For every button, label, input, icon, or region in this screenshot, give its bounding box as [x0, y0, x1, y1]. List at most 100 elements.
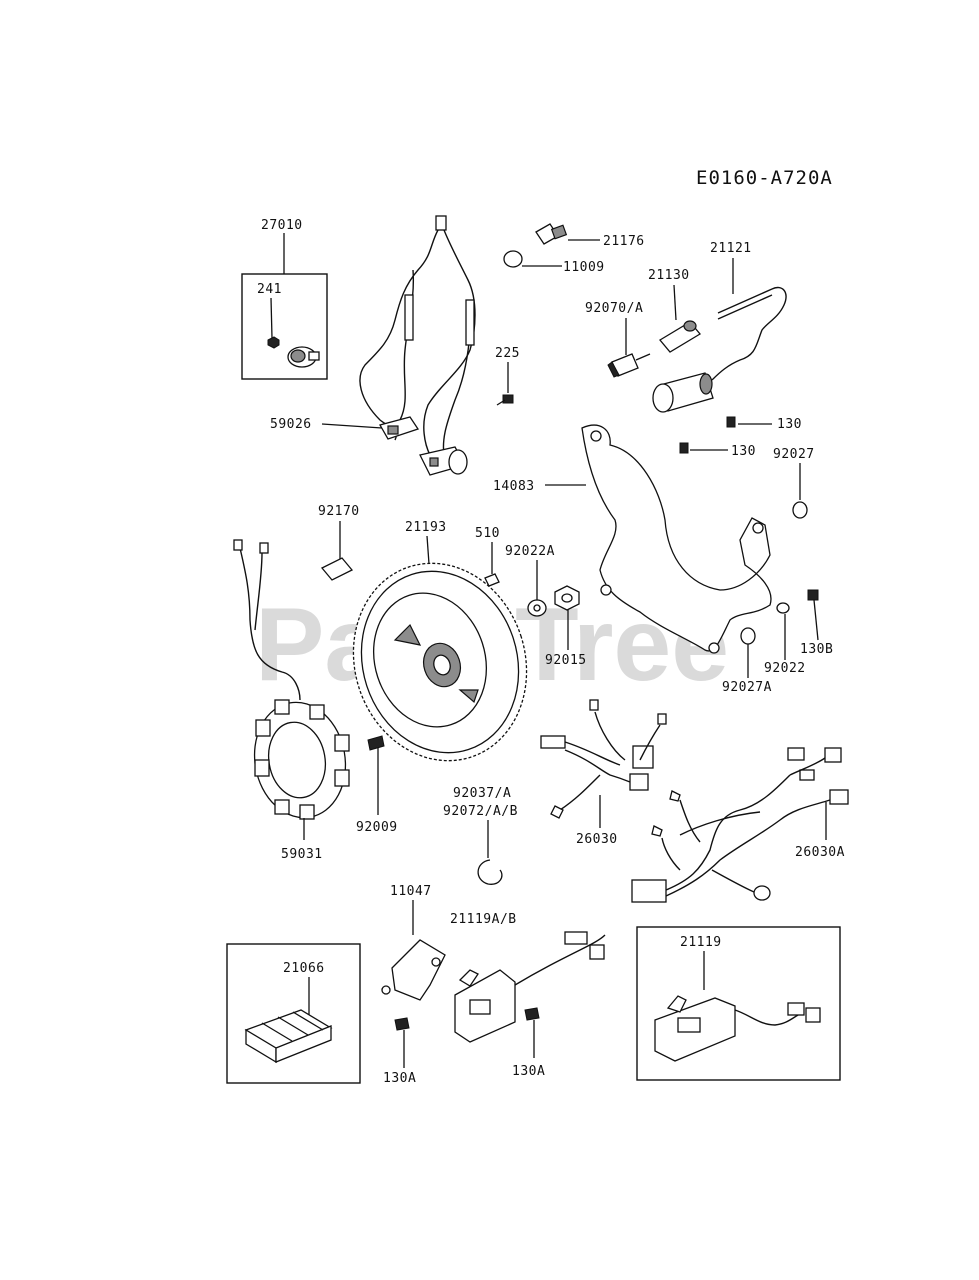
label-510: 510 — [475, 526, 500, 541]
clamp-92170-icon — [320, 557, 354, 581]
group-21130[interactable]: 21130 — [648, 268, 701, 353]
label-225: 225 — [495, 346, 520, 361]
label-26030: 26030 — [576, 832, 618, 847]
key-510-icon — [484, 573, 500, 587]
clip-92072-icon — [477, 859, 503, 885]
label-92022A: 92022A — [505, 544, 555, 559]
group-92022[interactable]: 92022 — [764, 602, 806, 676]
group-92070A[interactable]: 92070/A — [585, 301, 651, 378]
connector-26030c-icon — [629, 773, 649, 791]
connector-21119AB-a-icon — [564, 931, 588, 945]
group-21066[interactable]: 21066 — [226, 943, 361, 1084]
group-26030A[interactable]: 26030A — [631, 747, 849, 903]
bolt-130B-icon — [807, 589, 819, 601]
group-21119[interactable]: 21119 — [636, 926, 841, 1081]
baffle-14083-icon — [581, 424, 772, 652]
label-92027: 92027 — [773, 447, 815, 462]
connector-26030A-b-icon — [824, 747, 842, 763]
connector-26030A-a-icon — [787, 747, 805, 761]
spark-plug-92070A-icon — [607, 353, 651, 378]
label-92072AB: 92072/A/B — [443, 804, 518, 819]
label-11047: 11047 — [390, 884, 432, 899]
group-59026[interactable]: 59026 — [270, 215, 476, 476]
connector-26030b-icon — [632, 745, 654, 769]
group-92027A[interactable]: 92027A — [722, 627, 772, 695]
connector-59026-icon — [435, 215, 447, 231]
connector-26030A-c-icon — [829, 789, 849, 805]
label-26030A: 26030A — [795, 845, 845, 860]
stator-59031-icon — [253, 699, 350, 820]
box-27010 — [241, 273, 328, 380]
label-21130: 21130 — [648, 268, 690, 283]
group-11047[interactable]: 11047 — [381, 884, 446, 1001]
group-21176[interactable]: 21176 — [535, 223, 645, 249]
group-130-1[interactable]: 130 — [726, 416, 802, 432]
bolt-130A-1-icon — [394, 1017, 410, 1031]
label-92170: 92170 — [318, 504, 360, 519]
label-21176: 21176 — [603, 234, 645, 249]
label-21121: 21121 — [710, 241, 752, 256]
label-59026: 59026 — [270, 417, 312, 432]
group-59031[interactable]: 59031 — [233, 539, 354, 862]
label-130-1: 130 — [777, 417, 802, 432]
group-92009[interactable]: 92009 — [356, 735, 398, 835]
group-92015[interactable]: 92015 — [545, 585, 587, 668]
label-92037A: 92037/A — [453, 786, 511, 801]
switch-27010-icon — [287, 346, 320, 368]
terminal-59031a-icon — [233, 539, 243, 551]
group-130B[interactable]: 130B — [800, 589, 833, 657]
terminal-26030a-icon — [589, 699, 599, 711]
connector-26030A-main-icon — [631, 879, 667, 903]
label-27010: 27010 — [261, 218, 303, 233]
label-92022: 92022 — [764, 661, 806, 676]
group-225[interactable]: 225 — [495, 346, 520, 406]
group-14083[interactable]: 14083 — [493, 424, 772, 654]
bolt-130a-icon — [726, 416, 736, 428]
group-92037[interactable]: 92037/A 92072/A/B — [443, 786, 518, 885]
label-92070A: 92070/A — [585, 301, 643, 316]
group-510[interactable]: 510 — [475, 526, 500, 587]
box-21066 — [226, 943, 361, 1084]
group-21119AB[interactable]: 21119A/B — [450, 912, 606, 1043]
flywheel-21193-icon — [352, 562, 528, 762]
label-92015: 92015 — [545, 653, 587, 668]
regulator-21119-icon — [654, 995, 736, 1062]
nut-241-icon — [267, 336, 280, 349]
group-27010[interactable]: 27010 241 — [241, 218, 328, 380]
label-130B: 130B — [800, 642, 833, 657]
group-92022A[interactable]: 92022A — [505, 544, 555, 617]
screw-225-icon — [502, 394, 514, 404]
label-130A-2: 130A — [512, 1064, 545, 1079]
coil-59026a-icon — [379, 416, 420, 440]
label-92009: 92009 — [356, 820, 398, 835]
group-11009[interactable]: 11009 — [503, 250, 605, 275]
group-130-2[interactable]: 130 — [679, 442, 756, 459]
group-21193[interactable]: 21193 — [328, 520, 551, 783]
bolt-130b-icon — [679, 442, 689, 454]
label-21119AB: 21119A/B — [450, 912, 517, 927]
label-21066: 21066 — [283, 961, 325, 976]
connector-26030a-icon — [540, 735, 566, 749]
regulator-21119AB-icon — [454, 969, 516, 1043]
collar-92027A-icon — [740, 627, 756, 645]
o-ring-11009-icon — [503, 250, 523, 268]
connector-21119-b-icon — [805, 1007, 821, 1023]
label-21119: 21119 — [680, 935, 722, 950]
coil-59026b-icon — [419, 446, 468, 476]
group-92170[interactable]: 92170 — [318, 504, 360, 581]
box-21119 — [636, 926, 841, 1081]
group-130A-2[interactable]: 130A — [512, 1007, 545, 1079]
group-92027[interactable]: 92027 — [773, 447, 815, 519]
group-130A-1[interactable]: 130A — [383, 1017, 416, 1086]
terminal-59031b-icon — [259, 542, 269, 554]
tube-59026b-icon — [465, 299, 475, 346]
plug-cap-21130-icon — [659, 320, 701, 353]
label-11009: 11009 — [563, 260, 605, 275]
label-241: 241 — [257, 282, 282, 297]
group-26030[interactable]: 26030 — [540, 699, 667, 847]
group-21121[interactable]: 21121 — [652, 241, 787, 413]
collar-92027-icon — [792, 501, 808, 519]
rectifier-21066-icon — [244, 1009, 333, 1064]
connector-21119-a-icon — [787, 1002, 805, 1016]
